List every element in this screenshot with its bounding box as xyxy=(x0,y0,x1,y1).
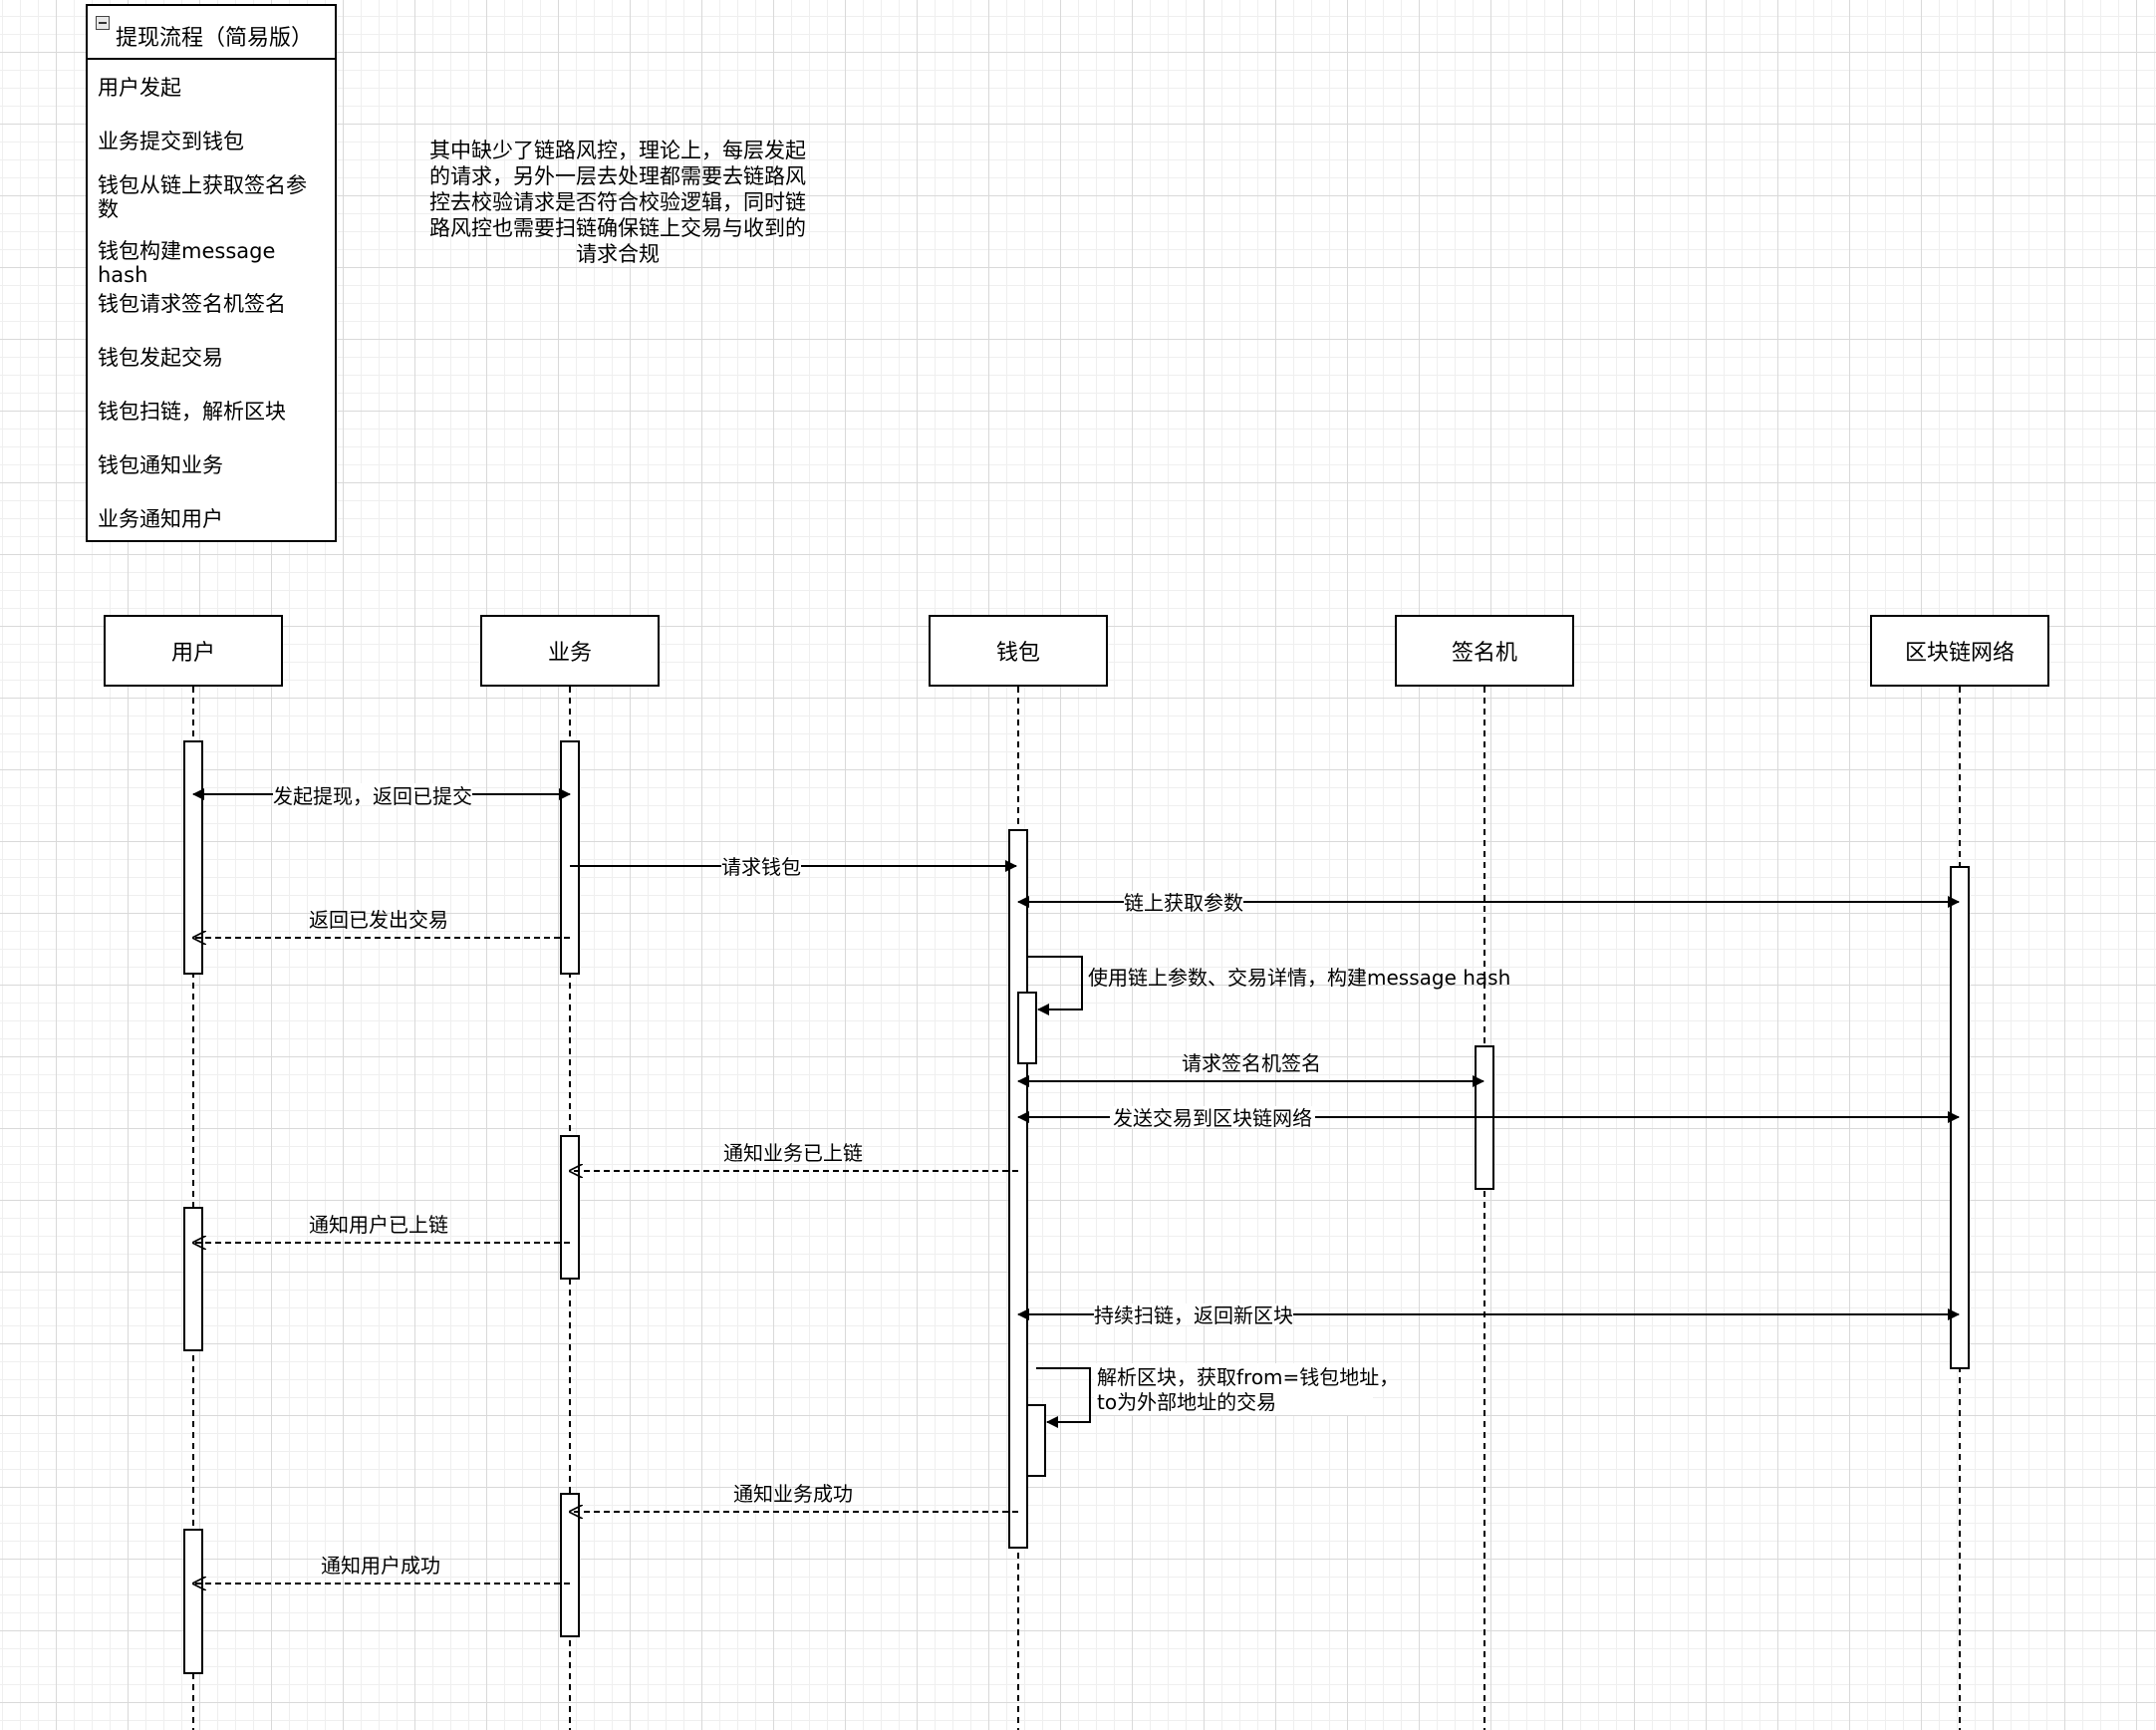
message-label-notify-biz-onchain: 通知业务已上链 xyxy=(723,1141,863,1165)
activation-user-3 xyxy=(183,1529,203,1674)
message-label-get-chain-params: 链上获取参数 xyxy=(1124,891,1243,915)
flow-step-item: 钱包发起交易 xyxy=(98,346,223,370)
message-label-request-sign: 请求签名机签名 xyxy=(1182,1051,1321,1075)
activation-business-1 xyxy=(560,740,580,975)
message-arrow-build-hash xyxy=(1027,956,1083,1015)
flow-step-item: 钱包从链上获取签名参数 xyxy=(98,173,307,221)
message-label-notify-user-onchain: 通知用户已上链 xyxy=(309,1213,448,1237)
actor-blockchain[interactable]: 区块链网络 xyxy=(1870,615,2049,687)
actor-business[interactable]: 业务 xyxy=(480,615,660,687)
message-label-notify-user-success: 通知用户成功 xyxy=(321,1554,440,1578)
risk-control-note: 其中缺少了链路风控，理论上，每层发起的请求，另外一层去处理都需要去链路风控去校验… xyxy=(429,139,806,266)
activation-user-1 xyxy=(183,740,203,975)
collapse-icon[interactable] xyxy=(96,16,110,30)
activation-wallet-self-1 xyxy=(1017,992,1037,1064)
activation-wallet-self-2 xyxy=(1026,1404,1046,1477)
message-label-parse-block-line1: 解析区块，获取from=钱包地址， xyxy=(1097,1365,1399,1389)
message-arrow-parse-block xyxy=(1036,1367,1091,1428)
flow-summary-title: 提现流程（简易版） xyxy=(116,26,314,51)
message-label-return-tx-sent: 返回已发出交易 xyxy=(309,908,448,932)
activation-wallet-main xyxy=(1008,829,1028,1549)
flow-step-item: 业务提交到钱包 xyxy=(98,130,244,153)
flow-step-item: 钱包扫链，解析区块 xyxy=(98,400,286,424)
message-label-send-tx: 发送交易到区块链网络 xyxy=(1113,1106,1312,1130)
message-label-initiate-withdraw: 发起提现，返回已提交 xyxy=(273,784,472,808)
flow-step-item: 钱包通知业务 xyxy=(98,453,223,477)
flow-summary-box[interactable]: 提现流程（简易版） 用户发起 业务提交到钱包 钱包从链上获取签名参数 钱包构建m… xyxy=(86,4,337,542)
message-label-notify-biz-success: 通知业务成功 xyxy=(733,1482,853,1506)
actor-user[interactable]: 用户 xyxy=(104,615,283,687)
message-label-request-wallet: 请求钱包 xyxy=(721,855,801,879)
flow-summary-header: 提现流程（简易版） xyxy=(88,6,335,60)
message-label-parse-block-line2: to为外部地址的交易 xyxy=(1097,1390,1276,1414)
flow-step-item: 钱包请求签名机签名 xyxy=(98,292,286,316)
activation-user-2 xyxy=(183,1207,203,1351)
actor-wallet[interactable]: 钱包 xyxy=(929,615,1108,687)
flow-step-item: 业务通知用户 xyxy=(98,507,223,531)
flow-step-item: 钱包构建message hash xyxy=(98,239,276,287)
message-label-scan-chain: 持续扫链，返回新区块 xyxy=(1094,1303,1293,1327)
activation-business-3 xyxy=(560,1493,580,1637)
flow-step-item: 用户发起 xyxy=(98,76,181,100)
message-label-build-hash: 使用链上参数、交易详情，构建message hash xyxy=(1088,966,1510,990)
actor-signer[interactable]: 签名机 xyxy=(1395,615,1574,687)
activation-business-2 xyxy=(560,1135,580,1280)
